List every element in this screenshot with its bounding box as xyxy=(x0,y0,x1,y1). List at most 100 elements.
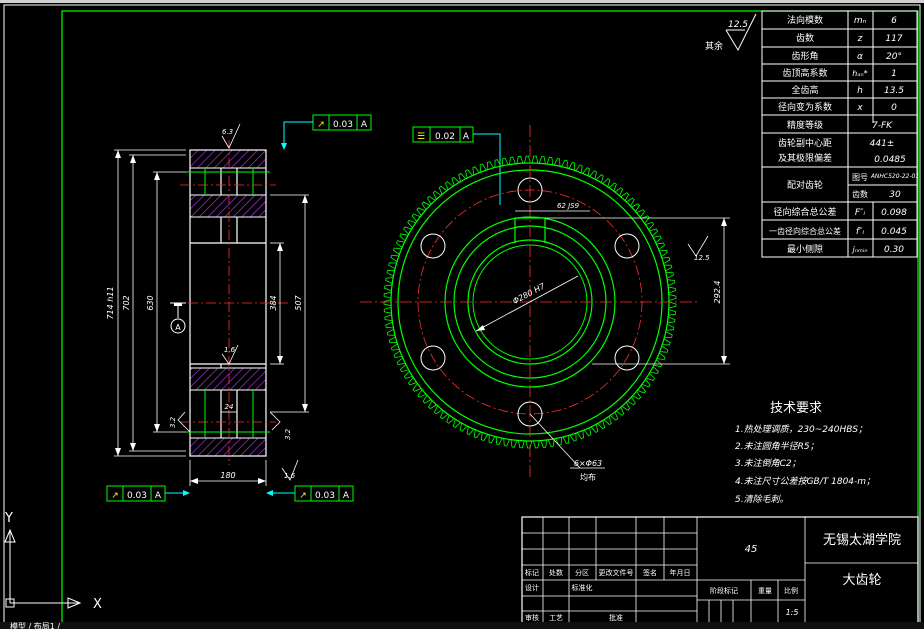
dim-small: 24 xyxy=(225,403,234,411)
param-symbol: jₙₘᵢₙ xyxy=(851,245,867,254)
param-value: 1 xyxy=(891,69,897,79)
param-sub-label: 齿数 xyxy=(852,189,868,199)
symmetry-symbol: ☰ xyxy=(417,132,425,142)
dim-bore-b: 507 xyxy=(294,294,303,310)
runout-value: 0.03 xyxy=(127,491,147,501)
param-name: 齿顶高系数 xyxy=(782,67,827,79)
param-symbol: mₙ xyxy=(854,16,867,26)
runout-symbol: ↗ xyxy=(299,491,307,501)
roughness-value: 12.5 xyxy=(728,20,748,30)
tb-label-approve: 批准 xyxy=(609,613,623,622)
tb-school: 无锡太湖学院 xyxy=(823,532,901,548)
tb-label-scale: 比例 xyxy=(784,586,798,595)
bolt-hole xyxy=(420,345,446,371)
tech-item: 2.未注圆角半径R5； xyxy=(735,441,819,452)
roughness-mid: 1.6 xyxy=(224,346,236,354)
runout-symbol: ↗ xyxy=(317,120,325,130)
tb-label-process: 工艺 xyxy=(549,614,563,622)
dim-tip-diameter: 714 h11 xyxy=(106,286,115,319)
layout-tab-strip[interactable] xyxy=(0,622,924,629)
tb-label-change: 更改文件号 xyxy=(599,568,634,577)
tech-item: 3.未注倒角C2； xyxy=(735,458,801,469)
dim-keyway-depth: 292.4 xyxy=(713,281,722,304)
param-name: 齿轮副中心距 xyxy=(778,137,832,149)
param-symbol: f″ᵢ xyxy=(856,227,865,237)
dim-keyway-width: 62 JS9 xyxy=(557,202,580,210)
dim-root-diameter: 702 xyxy=(122,295,131,310)
tech-item: 5.清除毛刺。 xyxy=(735,494,789,505)
ucs-icon: X Y xyxy=(4,511,102,612)
tb-label-review: 审核 xyxy=(525,613,539,622)
param-name: 齿数 xyxy=(796,32,814,44)
ucs-x: X xyxy=(93,597,102,612)
runout-datum: A xyxy=(155,491,162,501)
window-top-strip xyxy=(0,0,924,3)
param-name: 齿形角 xyxy=(791,50,818,62)
param-value: 0.045 xyxy=(881,227,907,237)
param-name: 配对齿轮 xyxy=(787,179,823,191)
param-name: 精度等级 xyxy=(787,119,823,131)
layout-tabs[interactable]: 模型 / 布局1 / xyxy=(10,621,60,629)
tb-label-zone: 分区 xyxy=(575,568,589,577)
param-symbol: z xyxy=(857,34,863,44)
runout-tolerance-bottom-left: ↗ 0.03 A xyxy=(106,485,190,502)
param-symbol: F″ᵢ xyxy=(855,208,866,218)
roughness-left: 3.2 xyxy=(169,416,177,428)
general-roughness-symbol: 12.5 其余 xyxy=(705,13,757,52)
param-symbol: x xyxy=(856,103,863,113)
tb-label-date: 年月日 xyxy=(670,568,691,577)
runout-value: 0.03 xyxy=(315,491,335,501)
hole-callout: 6×Φ63 xyxy=(574,459,602,468)
bolt-hole xyxy=(614,345,640,371)
param-value: 20° xyxy=(886,52,902,62)
param-value: 30 xyxy=(889,190,901,200)
tb-part-name: 大齿轮 xyxy=(842,573,881,588)
datum-a-marker: A xyxy=(170,302,186,334)
tb-scale: 1:5 xyxy=(786,608,799,617)
tb-label-mark: 标记 xyxy=(525,568,539,577)
param-value: 7-FK xyxy=(872,121,893,131)
param-value: ANHC520-22-01 xyxy=(870,173,919,180)
roughness-label: 其余 xyxy=(705,40,723,52)
param-name: 法向模数 xyxy=(787,14,823,26)
param-name: 径向综合总公差 xyxy=(773,206,836,218)
gear-parameter-table: 法向模数 mₙ 6 齿数 z 117 齿形角 α 20° 齿顶高系数 hₐₙ* … xyxy=(761,10,919,258)
roughness-right: 3.2 xyxy=(284,428,292,440)
runout-tolerance-bottom-right: ↗ 0.03 A xyxy=(266,485,354,502)
runout-datum: A xyxy=(361,120,368,130)
tb-label-weight: 重量 xyxy=(758,587,772,595)
ucs-y: Y xyxy=(4,511,13,526)
gear-front-view: Φ280 H7 62 JS9 292.4 12.5 6×Φ63 均布 xyxy=(360,125,730,482)
param-value: 0.30 xyxy=(884,245,904,255)
param-value: 0.0485 xyxy=(874,155,906,165)
param-value: 0.098 xyxy=(881,208,907,218)
param-name: 最小侧隙 xyxy=(787,243,823,255)
tb-material: 45 xyxy=(745,544,758,555)
param-value: 6 xyxy=(891,16,897,26)
dim-hub-diameter: 630 xyxy=(146,295,155,310)
param-value: 13.5 xyxy=(884,86,904,96)
symmetry-datum: A xyxy=(463,132,470,142)
bolt-hole xyxy=(614,233,640,259)
roughness-keyway: 12.5 xyxy=(694,254,710,262)
tech-item: 1.热处理调质，230~240HBS； xyxy=(735,424,867,435)
tb-label-sign: 签名 xyxy=(643,568,657,577)
bolt-hole xyxy=(420,233,446,259)
tb-label-standard: 标准化 xyxy=(572,583,593,592)
technical-requirements: 技术要求 1.热处理调质，230~240HBS； 2.未注圆角半径R5； 3.未… xyxy=(735,401,875,505)
symmetry-tolerance: ☰ 0.02 A xyxy=(412,126,501,205)
hole-callout-note: 均布 xyxy=(580,472,596,482)
param-value: 0 xyxy=(891,103,897,113)
symmetry-value: 0.02 xyxy=(435,132,455,142)
tech-item: 4.未注尺寸公差按GB/T 1804-m； xyxy=(735,476,875,487)
param-sub-label: 图号 xyxy=(852,173,868,182)
param-symbol: hₐₙ* xyxy=(852,69,867,78)
param-name: 全齿高 xyxy=(791,84,818,96)
dim-bore-a: 384 xyxy=(269,295,278,310)
runout-datum: A xyxy=(343,491,350,501)
keyway xyxy=(514,217,546,243)
param-symbol: α xyxy=(857,52,863,62)
datum-label: A xyxy=(175,323,181,332)
param-value: 117 xyxy=(885,34,902,44)
